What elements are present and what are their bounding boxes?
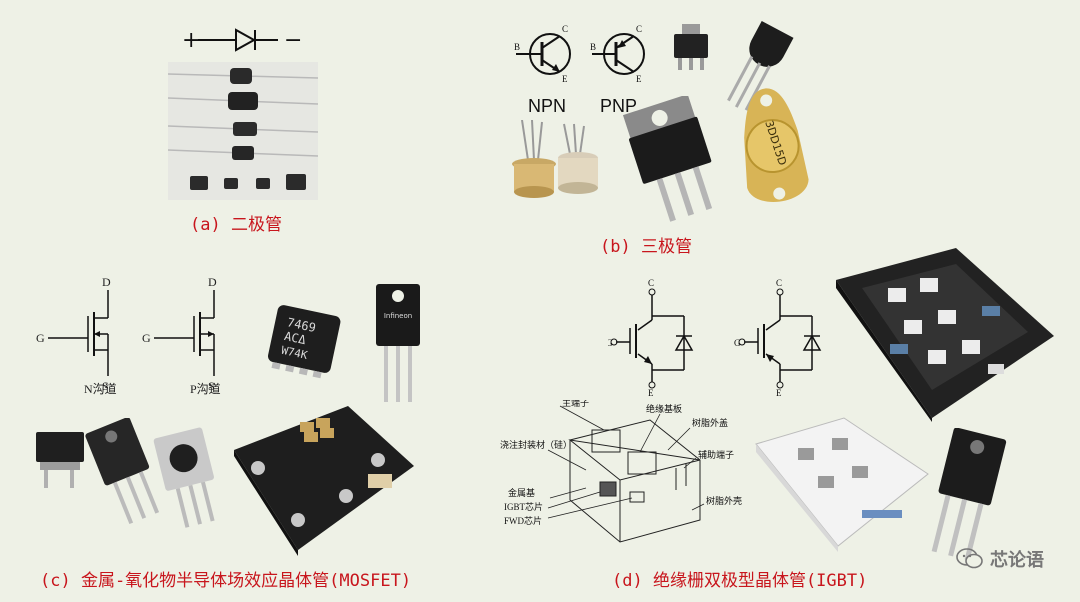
diode-body-3 [233,122,257,136]
smd-diode-2 [224,178,238,189]
to247-mosfet-pair [85,418,215,528]
igbt-symbols: C G E C G E [608,278,822,396]
igbt1-pin-e: E [648,388,654,396]
to247-transistor [622,96,713,222]
npn-symbol: B C E [514,24,571,84]
to220-brand: Infineon [384,312,412,320]
igbt-symbol-2: C G E [734,278,822,396]
smd-mosfet-chip: 7469 ACΔ W74K [267,305,341,379]
to3-transistor: 3DD15D [744,88,809,202]
pmos-symbol: D G S [142,275,217,393]
diode-symbol: + − [182,28,302,53]
label-insulating-substrate: 绝缘基板 [646,403,682,414]
igbt1-pin-g: G [608,338,613,348]
smd-diode-1 [190,176,208,190]
igbt2-pin-e: E [776,388,782,396]
igbt1-pin-c: C [648,278,654,288]
npn-pin-c: C [562,24,568,34]
watermark-text: 芯论语 [990,550,1044,571]
to247-mosfet-2 [153,427,215,528]
smd-diode-4 [286,174,306,190]
igbt2-pin-g: G [734,338,741,348]
label-resin-cover: 树脂外盖 [692,417,728,428]
bjt-symbols: B C E B C E NPN PNP [514,24,645,116]
mosfet-power-module [234,406,414,556]
pnp-label: PNP [600,96,637,116]
diode-plus-sign: + [182,28,200,53]
smd-diode-3 [256,178,270,189]
pmos-channel-caption: P沟道 [190,382,221,396]
wechat-icon [956,548,983,569]
nmos-pin-s: S [102,379,109,393]
caption-bjt: (b) 三极管 [600,237,692,257]
caption-igbt: (d) 绝缘栅双极型晶体管(IGBT) [612,571,868,591]
diode-body-1 [230,68,252,84]
nmos-pin-g: G [36,331,45,345]
pmos-pin-d: D [208,275,217,289]
pnp-pin-c: C [636,24,642,34]
to247-igbt [931,428,1007,561]
to5-can-left [512,120,556,198]
caption-mosfet: (c) 金属-氧化物半导体场效应晶体管(MOSFET) [40,571,412,591]
to5-can-right [558,123,598,194]
igbt-symbol-1: C G E [608,278,694,396]
sot223-transistor [674,24,708,70]
label-potting: 浇注封装材（硅） [500,439,572,450]
igbt-module-photo-large [836,248,1054,422]
label-fwd-chip: FWD芯片 [504,515,542,526]
watermark: 芯论语 [956,546,1044,572]
nmos-channel-caption: N沟道 [84,382,117,396]
pnp-pin-e: E [636,74,642,84]
pnp-symbol: B C E [590,24,645,84]
pnp-pin-b: B [590,42,596,52]
to5-metal-cans [512,120,598,198]
caption-diode: (a) 二极管 [190,215,282,235]
igbt-structure-diagram: 主端子 浇注封装材（硅） 绝缘基板 树脂外盖 辅助端子 金属基 IGBT芯片 F… [500,400,742,543]
diode-minus-sign: − [284,28,302,53]
to247-mosfet-1 [85,418,160,525]
pmos-pin-s: S [208,379,215,393]
chip-marking-line1: 7469 [286,315,317,335]
nmos-pin-d: D [102,275,111,289]
chip-marking-line2: ACΔ [283,329,308,347]
npn-pin-e: E [562,74,568,84]
label-resin-case: 树脂外壳 [706,495,742,506]
chip-marking-line3: W74K [280,344,309,362]
igbt2-pin-c: C [776,278,782,288]
label-main-terminal: 主端子 [562,400,589,408]
nmos-symbol: D G S N沟道 [36,275,111,393]
npn-label: NPN [528,96,566,116]
diode-body-4 [232,146,254,160]
to220-mosfet: Infineon [376,284,420,402]
diode-photo [168,62,318,200]
diode-body-2 [228,92,258,110]
dpak-mosfet [36,432,84,488]
label-igbt-chip: IGBT芯片 [504,501,543,512]
igbt-module-photo-white [755,417,929,552]
npn-pin-b: B [514,42,520,52]
mosfet-symbols: D G S N沟道 D G S [36,275,217,393]
label-metal-base: 金属基 [508,487,535,498]
label-aux-terminal: 辅助端子 [698,449,734,460]
pmos-pin-g: G [142,331,151,345]
